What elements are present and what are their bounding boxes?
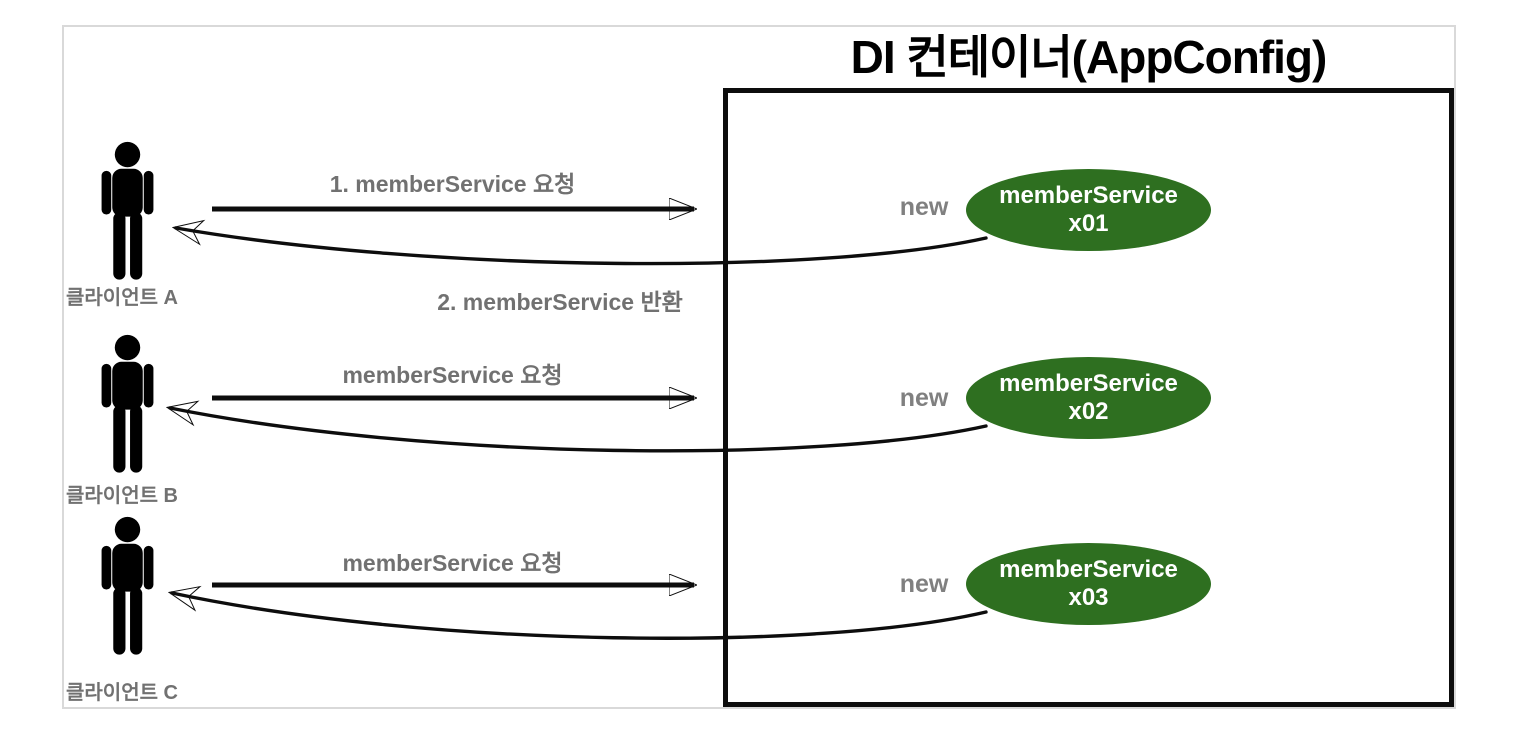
di-container-box (723, 88, 1454, 707)
client-a-label: 클라이언트 A (66, 287, 178, 309)
di-container-title: DI 컨테이너(AppConfig) (850, 31, 1328, 83)
bean-instance-id: x03 (1068, 584, 1109, 611)
request-label-a: 1. memberService 요청 (329, 171, 576, 197)
new-keyword-b: new (899, 384, 949, 412)
bean-instance-id: x02 (1068, 398, 1109, 425)
person-icon-client-b (97, 334, 158, 475)
bean-ellipse-member-service-x02: memberService x02 (966, 357, 1211, 439)
client-b-label: 클라이언트 B (66, 485, 178, 507)
new-keyword-a: new (899, 193, 949, 221)
person-icon-client-a (97, 141, 158, 282)
client-c-label: 클라이언트 C (66, 682, 178, 704)
bean-name: memberService (999, 556, 1178, 583)
bean-instance-id: x01 (1068, 210, 1109, 237)
new-keyword-c: new (899, 570, 949, 598)
bean-name: memberService (999, 370, 1178, 397)
bean-ellipse-member-service-x01: memberService x01 (966, 169, 1211, 251)
return-label-a: 2. memberService 반환 (437, 289, 683, 315)
person-icon-client-c (97, 516, 158, 657)
bean-name: memberService (999, 182, 1178, 209)
request-label-b: memberService 요청 (342, 362, 563, 388)
request-label-c: memberService 요청 (342, 550, 563, 576)
bean-ellipse-member-service-x03: memberService x03 (966, 543, 1211, 625)
